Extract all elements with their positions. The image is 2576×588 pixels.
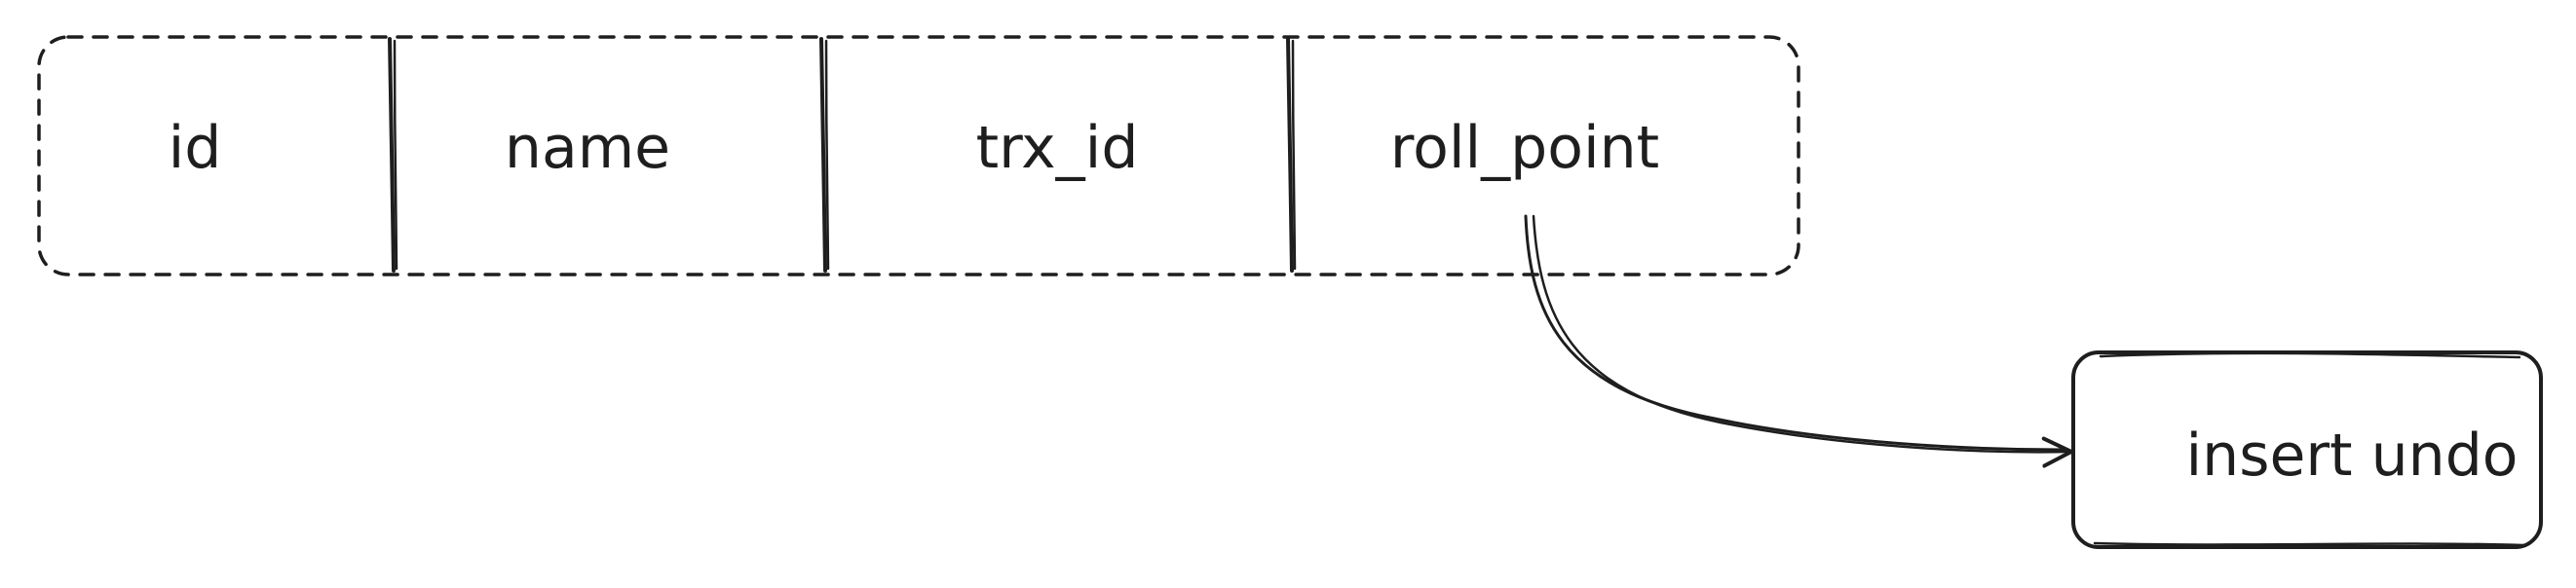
field-label-roll-point: roll_point <box>1390 114 1659 182</box>
column-divider <box>1286 37 1297 273</box>
column-divider <box>388 37 398 273</box>
insert-undo-box: insert undo <box>2071 350 2543 549</box>
record-row: id name trx_id roll_point <box>37 35 1800 276</box>
roll-pointer-arrow <box>1524 214 2073 468</box>
column-divider <box>819 37 830 273</box>
record-dashed-border <box>37 35 1800 276</box>
field-label-trx-id: trx_id <box>976 114 1139 182</box>
insert-undo-label: insert undo <box>2186 422 2519 490</box>
field-label-name: name <box>505 114 670 182</box>
field-label-id: id <box>169 114 222 182</box>
